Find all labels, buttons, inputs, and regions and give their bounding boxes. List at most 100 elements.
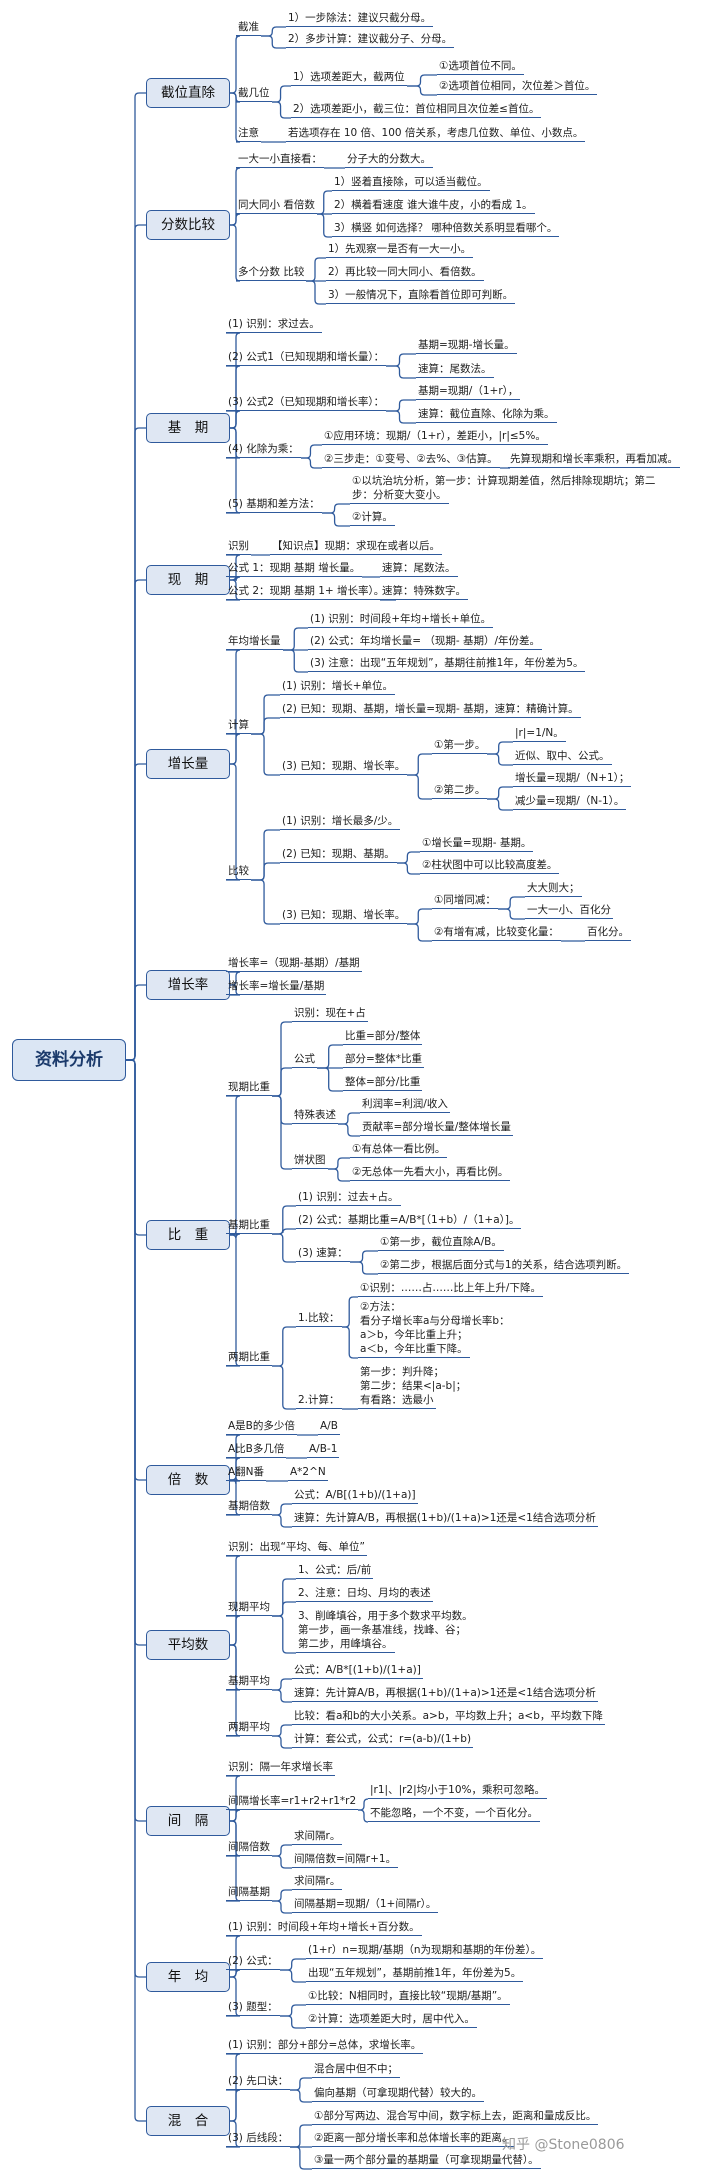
node-bs-1v: A/B bbox=[318, 1419, 340, 1435]
node-pj-xq3c: 第二步，用峰填谷。 bbox=[296, 1637, 395, 1653]
node-bz-xq2a: 比重=部分/整体 bbox=[343, 1029, 423, 1045]
node-bz-jq3b: ②第二步，根据后面分式与1的关系，结合选项判断。 bbox=[378, 1258, 630, 1274]
node-jg-3: 间隔基期 bbox=[226, 1885, 272, 1901]
watermark: 知乎 @Stone0806 bbox=[502, 2137, 625, 2153]
node-zzl-nj2: (2) 公式：年均增长量= （现期- 基期）/年份差。 bbox=[308, 634, 543, 650]
node-xianqi-1a: 识别 bbox=[226, 539, 251, 555]
node-jiqi-4b: ②三步走：①变号、②去%、③估算。 bbox=[322, 452, 500, 468]
node-pj-jq1: 公式：A/B*[(1+b)/(1+a)] bbox=[292, 1663, 423, 1679]
node-bz-lq1b3: a＞b，今年比重上升； bbox=[360, 1329, 468, 1341]
node-jg-1: 间隔增长率=r1+r2+r1*r2 bbox=[226, 1794, 359, 1810]
node-bz-xq2: 公式 bbox=[292, 1052, 317, 1068]
node-jg-3b: 间隔基期=现期/（1+间隔r）。 bbox=[292, 1897, 439, 1913]
root-node: 资料分析 bbox=[12, 1039, 126, 1081]
node-zzlv-2: 增长率=增长量/基期 bbox=[226, 979, 327, 995]
node-pj-jq: 基期平均 bbox=[226, 1674, 272, 1690]
node-zzl-js2: (2) 已知：现期、基期，增长量=现期- 基期，速算：精确计算。 bbox=[280, 702, 581, 718]
node-jjw-1a: ①选项首位不同。 bbox=[437, 59, 524, 75]
node-bs-4b: 速算：先计算A/B，再根据(1+b)/(1+a)>1还是<1结合选项分析 bbox=[292, 1511, 598, 1527]
node-yida: 一大一小直接看： bbox=[236, 152, 324, 168]
node-nj-3b: ②计算：选项差距大时，居中代入。 bbox=[306, 2012, 477, 2028]
node-zzl-js3a2: 近似、取中、公式。 bbox=[513, 749, 612, 765]
node-jiqi-5c: ②计算。 bbox=[350, 510, 395, 526]
node-hh-2a: 混合居中但不中； bbox=[312, 2062, 400, 2078]
node-zzl-bj3a: ①同增同减： bbox=[432, 893, 498, 909]
node-nj-2a: (1+r）n=现期/基期（n为现期和基期的年份差）。 bbox=[306, 1943, 544, 1959]
category-nianjun: 年 均 bbox=[146, 1962, 230, 1992]
node-jiejiwei: 截几位 bbox=[236, 86, 272, 102]
node-bz-lq1b4: a＜b，今年比重下降。 bbox=[358, 1342, 470, 1358]
node-dg-1: 1）先观察一是否有一大一小。 bbox=[326, 242, 474, 258]
node-pj-lq2: 计算：套公式，公式：r=(a-b)/(1+b) bbox=[292, 1732, 474, 1748]
node-bz-jq3a: ①第一步，截位直除A/B。 bbox=[378, 1235, 504, 1251]
category-hunhe: 混 合 bbox=[146, 2106, 230, 2136]
node-zzl-js1: (1) 识别：增长+单位。 bbox=[280, 679, 396, 695]
node-zzl-bj3a2: 一大一小、百化分 bbox=[525, 903, 613, 919]
node-jjw-2: 2）选项差距小，截三位：首位相同且次位差≤首位。 bbox=[291, 102, 542, 118]
node-hh-3: (3) 后线段： bbox=[226, 2131, 291, 2147]
node-zzl-bj3b: ②有增有减，比较变化量： bbox=[432, 925, 561, 941]
node-jjw-1: 1）选项差距大，截两位 bbox=[291, 70, 407, 86]
node-jjw-1b: ②选项首位相同，次位差＞首位。 bbox=[437, 79, 598, 95]
node-bz-xq2c: 整体=部分/比重 bbox=[343, 1075, 423, 1091]
node-pj-xq1: 1、公式：后/前 bbox=[296, 1563, 374, 1579]
node-jg-1a: |r1|、|r2|均小于10%，乘积可忽略。 bbox=[368, 1783, 547, 1799]
node-jiqi-5a: ①以坑治坑分析，第一步：计算现期差值，然后排除现期坑；第二 bbox=[352, 475, 656, 487]
node-bz-xq2b: 部分=整体*比重 bbox=[343, 1052, 425, 1068]
node-zzl-js3b2: 减少量=现期/（N-1）。 bbox=[513, 794, 627, 810]
node-hh-3c: ③量一两个部分量的基期量（可拿现期量代替）。 bbox=[312, 2153, 541, 2169]
node-jiqi-4a: ①应用环境：现期/（1+r），差距小，|r|≤5%。 bbox=[322, 429, 548, 445]
category-zengzhanglv: 增长率 bbox=[146, 970, 230, 1000]
node-hh-3b: ②距离一部分增长率和总体增长率的距离。 bbox=[312, 2131, 515, 2147]
node-zzl-nj1: (1) 识别：时间段+年均+增长+单位。 bbox=[308, 612, 494, 628]
node-nj-3: (3) 题型： bbox=[226, 2000, 280, 2016]
node-bz-lq1a: ①识别：……占……比上年上升/下降。 bbox=[358, 1281, 543, 1297]
category-zengzhangliang: 增长量 bbox=[146, 749, 230, 779]
node-zzl-bijiao: 比较 bbox=[226, 864, 251, 880]
node-pj-jq2: 速算：先计算A/B，再根据(1+b)/(1+a)>1还是<1结合选项分析 bbox=[292, 1686, 598, 1702]
node-bz-jq1: (1) 识别：过去+占。 bbox=[296, 1190, 401, 1206]
category-pingjun: 平均数 bbox=[146, 1630, 230, 1660]
node-bs-3: A翻N番 bbox=[226, 1465, 267, 1481]
node-bz-lq2b: 第二步：结果<|a-b|； bbox=[360, 1380, 467, 1392]
node-jg-1b: 不能忽略，一个不变，一个百化分。 bbox=[368, 1806, 540, 1822]
node-zzl-js3: (3) 已知：现期、增长率。 bbox=[280, 759, 408, 775]
node-zzl-nj3: (3) 注意：出现“五年规划”，基期往前推1年，年份差为5。 bbox=[308, 656, 586, 672]
node-bz-xq1: 识别：现在+占 bbox=[292, 1006, 368, 1022]
node-jiezhun-2: 2）多步计算：建议截分子、分母。 bbox=[286, 32, 455, 48]
category-beishu: 倍 数 bbox=[146, 1465, 230, 1495]
node-hh-1: (1) 识别：部分+部分=总体，求增长率。 bbox=[226, 2038, 424, 2054]
category-fenshu: 分数比较 bbox=[146, 210, 230, 240]
node-bs-1: A是B的多少倍 bbox=[226, 1419, 297, 1435]
node-zzl-js3b1: 增长量=现期/（N+1）； bbox=[513, 771, 632, 787]
node-bz-jq2: (2) 公式：基期比重=A/B*[（1+b）/（1+a）]。 bbox=[296, 1213, 522, 1229]
node-zzl-bj2a: ①增长量=现期- 基期。 bbox=[420, 836, 534, 852]
node-jiqi-5: (5) 基期和差方法： bbox=[226, 497, 322, 513]
node-zhuyi: 注意 bbox=[236, 126, 261, 142]
node-nj-3a: ①比较：N相同时，直接比较“现期/基期”。 bbox=[306, 1989, 510, 2005]
node-bz-lq1b1: ②方法： bbox=[360, 1301, 401, 1313]
node-jiqi-4c: 先算现期和增长率乘积，再看加减。 bbox=[508, 452, 680, 468]
node-duoge: 多个分数 比较 bbox=[236, 265, 307, 281]
category-jiange: 间 隔 bbox=[146, 1806, 230, 1836]
node-zzl-bj3b1: 百化分。 bbox=[585, 925, 631, 941]
category-xianqi: 现 期 bbox=[146, 565, 230, 595]
node-xianqi-1b: 【知识点】现期：求现在或者以后。 bbox=[270, 539, 442, 555]
node-zzl-nianjun: 年均增长量 bbox=[226, 634, 283, 650]
node-bz-lq2c: 有看路：选最小 bbox=[358, 1393, 436, 1409]
node-pj-lq: 两期平均 bbox=[226, 1720, 272, 1736]
node-pj-xq2: 2、注意：日均、月均的表述 bbox=[296, 1586, 433, 1602]
node-bz-xq3b: 贡献率=部分增长量/整体增长量 bbox=[360, 1120, 513, 1136]
node-td-3: 3）横竖 如何选择？ 哪种倍数关系明显看哪个。 bbox=[332, 221, 560, 237]
node-xianqi-2a: 公式 1：现期 基期 增长量。 bbox=[226, 561, 363, 577]
node-jiqi-2b: 速算：尾数法。 bbox=[416, 362, 494, 378]
node-zzl-bj2b: ②柱状图中可以比较高度差。 bbox=[420, 858, 560, 874]
node-jiqi-4: (4) 化除为乘： bbox=[226, 442, 301, 458]
node-jiqi-1: (1) 识别：求过去。 bbox=[226, 317, 322, 333]
node-jg-3a: 求间隔r。 bbox=[292, 1874, 343, 1890]
node-bz-lq2a: 第一步：判升降； bbox=[360, 1366, 444, 1378]
node-bz-lq2: 2.计算： bbox=[296, 1393, 342, 1409]
node-pj-xq: 现期平均 bbox=[226, 1600, 272, 1616]
node-tongda: 同大同小 看倍数 bbox=[236, 198, 317, 214]
